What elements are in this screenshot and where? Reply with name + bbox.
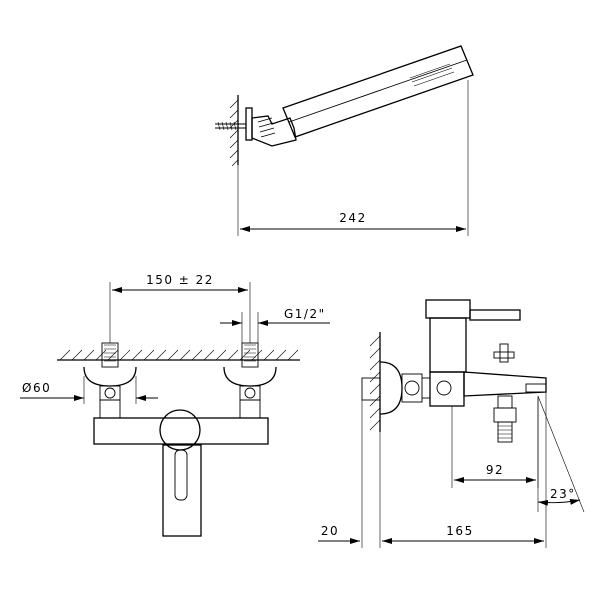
wall-offset-label: 20 [321, 524, 339, 538]
projection-label: 165 [446, 524, 473, 538]
inlet-spacing-label: 150 ± 22 [146, 273, 214, 287]
spout-angle-label: 23° [550, 487, 576, 501]
escutcheon-diameter-label: Ø60 [22, 381, 51, 395]
handshower-length-label: 242 [339, 211, 366, 225]
thread-label: G1/2" [284, 307, 326, 321]
mixer-side-view: 92 23° 20 165 [318, 299, 585, 548]
mixer-front-view: 150 ± 22 G1/2" Ø60 [20, 273, 330, 537]
spout-offset-label: 92 [486, 463, 504, 477]
handshower-view: 242 [215, 45, 474, 236]
